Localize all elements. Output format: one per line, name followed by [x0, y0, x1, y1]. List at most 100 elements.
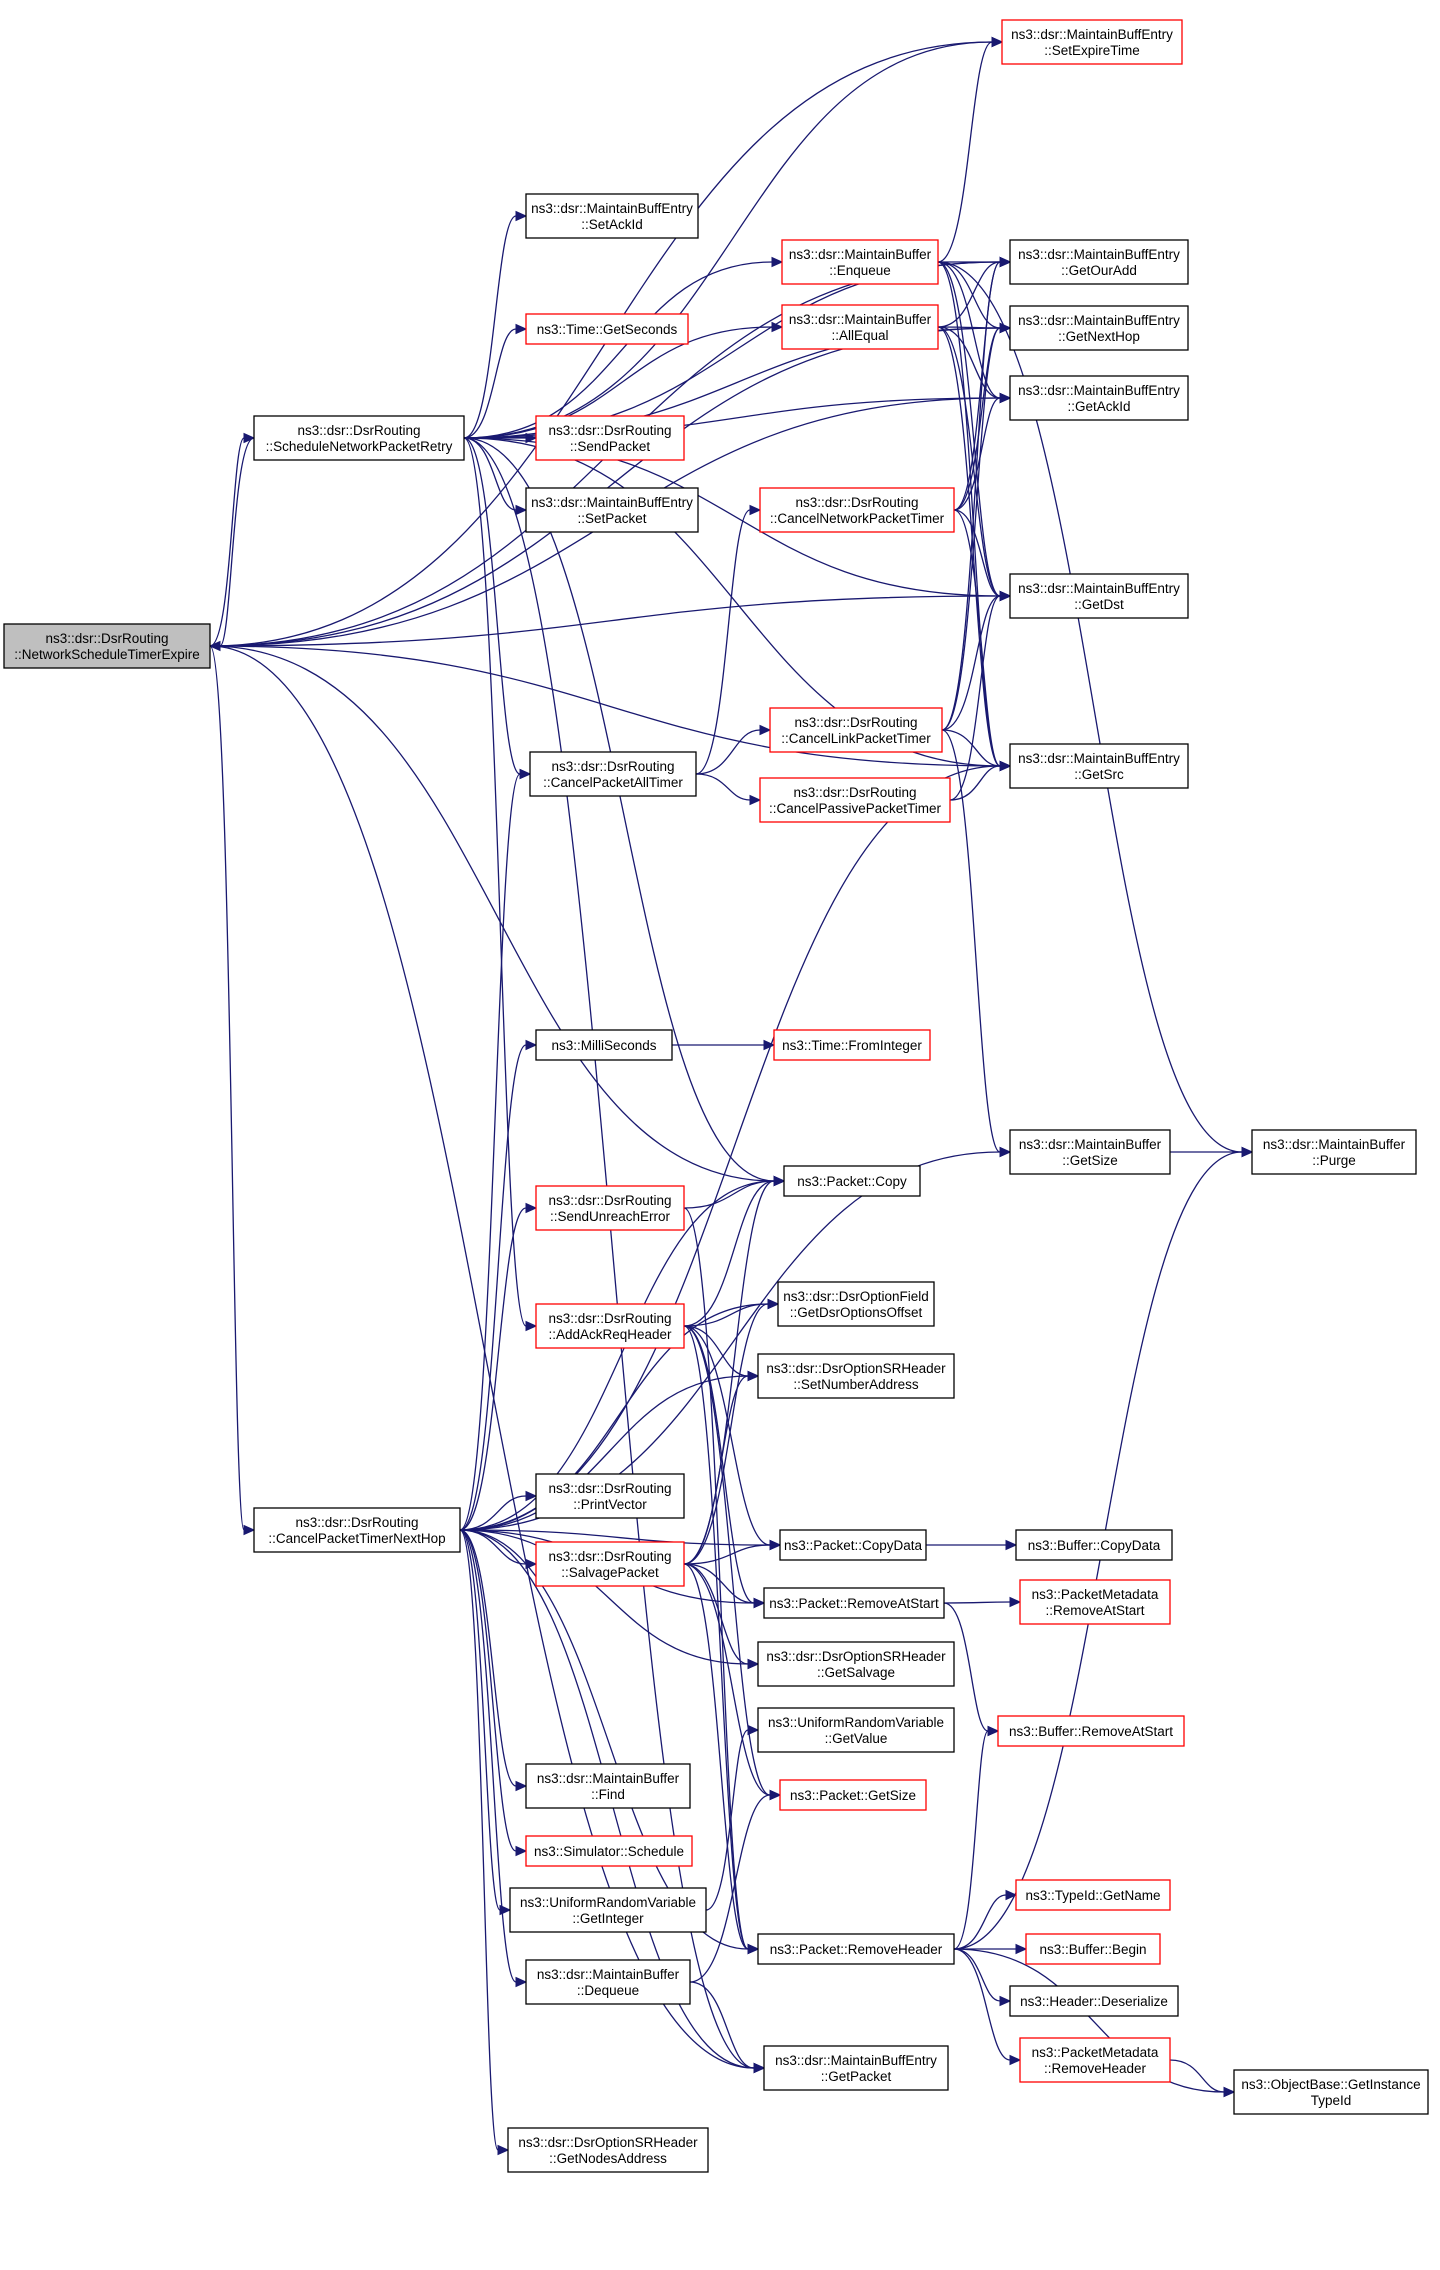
node-cancelPassive[interactable]: ns3::dsr::DsrRouting::CancelPassivePacke… — [759, 777, 951, 823]
edge-line — [953, 327, 1001, 511]
edge-retry-to-enqueue — [463, 256, 784, 439]
node-cancelLink[interactable]: ns3::dsr::DsrRouting::CancelLinkPacketTi… — [769, 707, 943, 753]
node-hdrDeserialize[interactable]: ns3::Header::Deserialize — [1009, 1985, 1179, 2017]
edge-root-to-retry — [209, 432, 256, 647]
edge-salvage-to-setNumAddr — [683, 1370, 760, 1565]
edge-line — [209, 645, 245, 1531]
node-label: ns3::dsr::MaintainBuffEntry — [1011, 27, 1173, 42]
node-getNodesAddr[interactable]: ns3::dsr::DsrOptionSRHeader::GetNodesAdd… — [507, 2127, 709, 2173]
node-nexthop[interactable]: ns3::dsr::DsrRouting::CancelPacketTimerN… — [253, 1507, 461, 1553]
node-milli[interactable]: ns3::MilliSeconds — [535, 1029, 673, 1061]
edge-arrowhead — [515, 323, 528, 335]
node-getDst[interactable]: ns3::dsr::MaintainBuffEntry::GetDst — [1009, 573, 1189, 619]
node-copyData[interactable]: ns3::Packet::CopyData — [779, 1529, 927, 1561]
edge-line — [683, 1180, 775, 1327]
node-timeGetSeconds[interactable]: ns3::Time::GetSeconds — [525, 313, 689, 345]
node-getNextHop[interactable]: ns3::dsr::MaintainBuffEntry::GetNextHop — [1009, 305, 1189, 351]
edge-addAck-to-removeHeader — [683, 1325, 760, 1955]
node-purge[interactable]: ns3::dsr::MaintainBuffer::Purge — [1251, 1129, 1417, 1175]
node-getSrc[interactable]: ns3::dsr::MaintainBuffEntry::GetSrc — [1009, 743, 1189, 789]
node-pmRemoveHeader[interactable]: ns3::PacketMetadata::RemoveHeader — [1019, 2037, 1171, 2083]
edge-line — [683, 1325, 771, 1796]
node-root[interactable]: ns3::dsr::DsrRouting::NetworkScheduleTim… — [3, 623, 211, 669]
node-box — [3, 623, 211, 669]
node-box — [1009, 573, 1189, 619]
node-cancelNet[interactable]: ns3::dsr::DsrRouting::CancelNetworkPacke… — [759, 487, 955, 533]
node-removeAtStart[interactable]: ns3::Packet::RemoveAtStart — [763, 1587, 945, 1619]
edge-nexthop-to-getNodesAddr — [459, 1529, 510, 2156]
node-box — [757, 1933, 955, 1965]
node-removeHeader[interactable]: ns3::Packet::RemoveHeader — [757, 1933, 955, 1965]
edge-arrowhead — [987, 1725, 1000, 1737]
node-getAckId[interactable]: ns3::dsr::MaintainBuffEntry::GetAckId — [1009, 375, 1189, 421]
node-box — [1009, 239, 1189, 285]
node-salvage[interactable]: ns3::dsr::DsrRouting::SalvagePacket — [535, 1541, 685, 1587]
edge-line — [953, 1948, 1001, 2002]
node-printVector[interactable]: ns3::dsr::DsrRouting::PrintVector — [535, 1473, 685, 1519]
node-packetGetSize[interactable]: ns3::Packet::GetSize — [779, 1779, 927, 1811]
node-label: ::SetPacket — [577, 511, 646, 526]
node-packetCopy[interactable]: ns3::Packet::Copy — [783, 1165, 921, 1197]
node-box — [1009, 743, 1189, 789]
edge-line — [463, 437, 517, 511]
node-getSalvage[interactable]: ns3::dsr::DsrOptionSRHeader::GetSalvage — [757, 1641, 955, 1687]
node-label: ns3::dsr::MaintainBuffEntry — [531, 201, 693, 216]
node-schedule[interactable]: ns3::Simulator::Schedule — [525, 1835, 693, 1867]
node-label: ns3::Packet::Copy — [797, 1174, 907, 1189]
node-getPacket[interactable]: ns3::dsr::MaintainBuffEntry::GetPacket — [763, 2045, 949, 2091]
node-setExpire[interactable]: ns3::dsr::MaintainBuffEntry::SetExpireTi… — [1001, 19, 1183, 65]
node-find[interactable]: ns3::dsr::MaintainBuffer::Find — [525, 1763, 691, 1809]
edge-arrowhead — [749, 794, 762, 806]
edge-line — [463, 328, 517, 439]
node-label: ns3::PacketMetadata — [1032, 2045, 1159, 2060]
node-box — [1019, 1579, 1171, 1625]
node-box — [1019, 2037, 1171, 2083]
edge-line — [683, 1325, 749, 1950]
node-label: ns3::MilliSeconds — [551, 1038, 656, 1053]
node-label: ::Enqueue — [829, 263, 891, 278]
node-bufCopyData[interactable]: ns3::Buffer::CopyData — [1015, 1529, 1173, 1561]
node-bufBegin[interactable]: ns3::Buffer::Begin — [1025, 1933, 1161, 1965]
node-dequeue[interactable]: ns3::dsr::MaintainBuffer::Dequeue — [525, 1959, 691, 2005]
node-box — [759, 487, 955, 533]
edge-arrowhead — [515, 504, 528, 516]
node-uniGetValue[interactable]: ns3::UniformRandomVariable::GetValue — [757, 1707, 955, 1753]
node-allEqual[interactable]: ns3::dsr::MaintainBuffer::AllEqual — [781, 304, 939, 350]
node-cancelAll[interactable]: ns3::dsr::DsrRouting::CancelPacketAllTim… — [529, 751, 697, 797]
node-bufGetSize[interactable]: ns3::dsr::MaintainBuffer::GetSize — [1009, 1129, 1171, 1175]
node-fromInteger[interactable]: ns3::Time::FromInteger — [773, 1029, 931, 1061]
node-box — [1015, 1529, 1173, 1561]
edge-line — [941, 595, 1001, 731]
node-pmRemoveAtStart[interactable]: ns3::PacketMetadata::RemoveAtStart — [1019, 1579, 1171, 1625]
node-uniGetInteger[interactable]: ns3::UniformRandomVariable::GetInteger — [509, 1887, 707, 1933]
node-getOurAdd[interactable]: ns3::dsr::MaintainBuffEntry::GetOurAdd — [1009, 239, 1189, 285]
node-retry[interactable]: ns3::dsr::DsrRouting::ScheduleNetworkPac… — [253, 415, 465, 461]
edge-dequeue-to-getPacket — [689, 1981, 766, 2074]
node-sendPacket[interactable]: ns3::dsr::DsrRouting::SendPacket — [535, 415, 685, 461]
edge-arrowhead — [773, 1175, 786, 1187]
node-label: ns3::dsr::MaintainBuffEntry — [531, 495, 693, 510]
node-bufRemoveAtStart[interactable]: ns3::Buffer::RemoveAtStart — [997, 1715, 1185, 1747]
edge-nexthop-to-schedule — [459, 1529, 528, 1857]
node-setNumAddr[interactable]: ns3::dsr::DsrOptionSRHeader::SetNumberAd… — [757, 1353, 955, 1399]
edge-retry-to-cancelAll — [463, 437, 532, 780]
node-label: ns3::UniformRandomVariable — [520, 1895, 696, 1910]
node-label: ::AddAckReqHeader — [548, 1327, 672, 1342]
edge-line — [463, 437, 755, 2069]
node-addAck[interactable]: ns3::dsr::DsrRouting::AddAckReqHeader — [535, 1303, 685, 1349]
node-getDsrOpt[interactable]: ns3::dsr::DsrOptionField::GetDsrOptionsO… — [777, 1281, 935, 1327]
node-box — [769, 707, 943, 753]
node-label: ::CancelPacketTimerNextHop — [268, 1531, 445, 1546]
edge-line — [459, 1044, 527, 1531]
node-typeIdGetName[interactable]: ns3::TypeId::GetName — [1015, 1879, 1171, 1911]
node-sendUnreach[interactable]: ns3::dsr::DsrRouting::SendUnreachError — [535, 1185, 685, 1231]
node-setAckId[interactable]: ns3::dsr::MaintainBuffEntry::SetAckId — [525, 193, 699, 239]
node-label: ns3::Time::GetSeconds — [537, 322, 678, 337]
edge-arrowhead — [515, 1976, 528, 1988]
edge-line — [683, 1303, 769, 1565]
edge-line — [459, 1529, 517, 1787]
node-setPacket[interactable]: ns3::dsr::MaintainBuffEntry::SetPacket — [525, 487, 699, 533]
edge-line — [459, 1529, 517, 1983]
node-enqueue[interactable]: ns3::dsr::MaintainBuffer::Enqueue — [781, 239, 939, 285]
